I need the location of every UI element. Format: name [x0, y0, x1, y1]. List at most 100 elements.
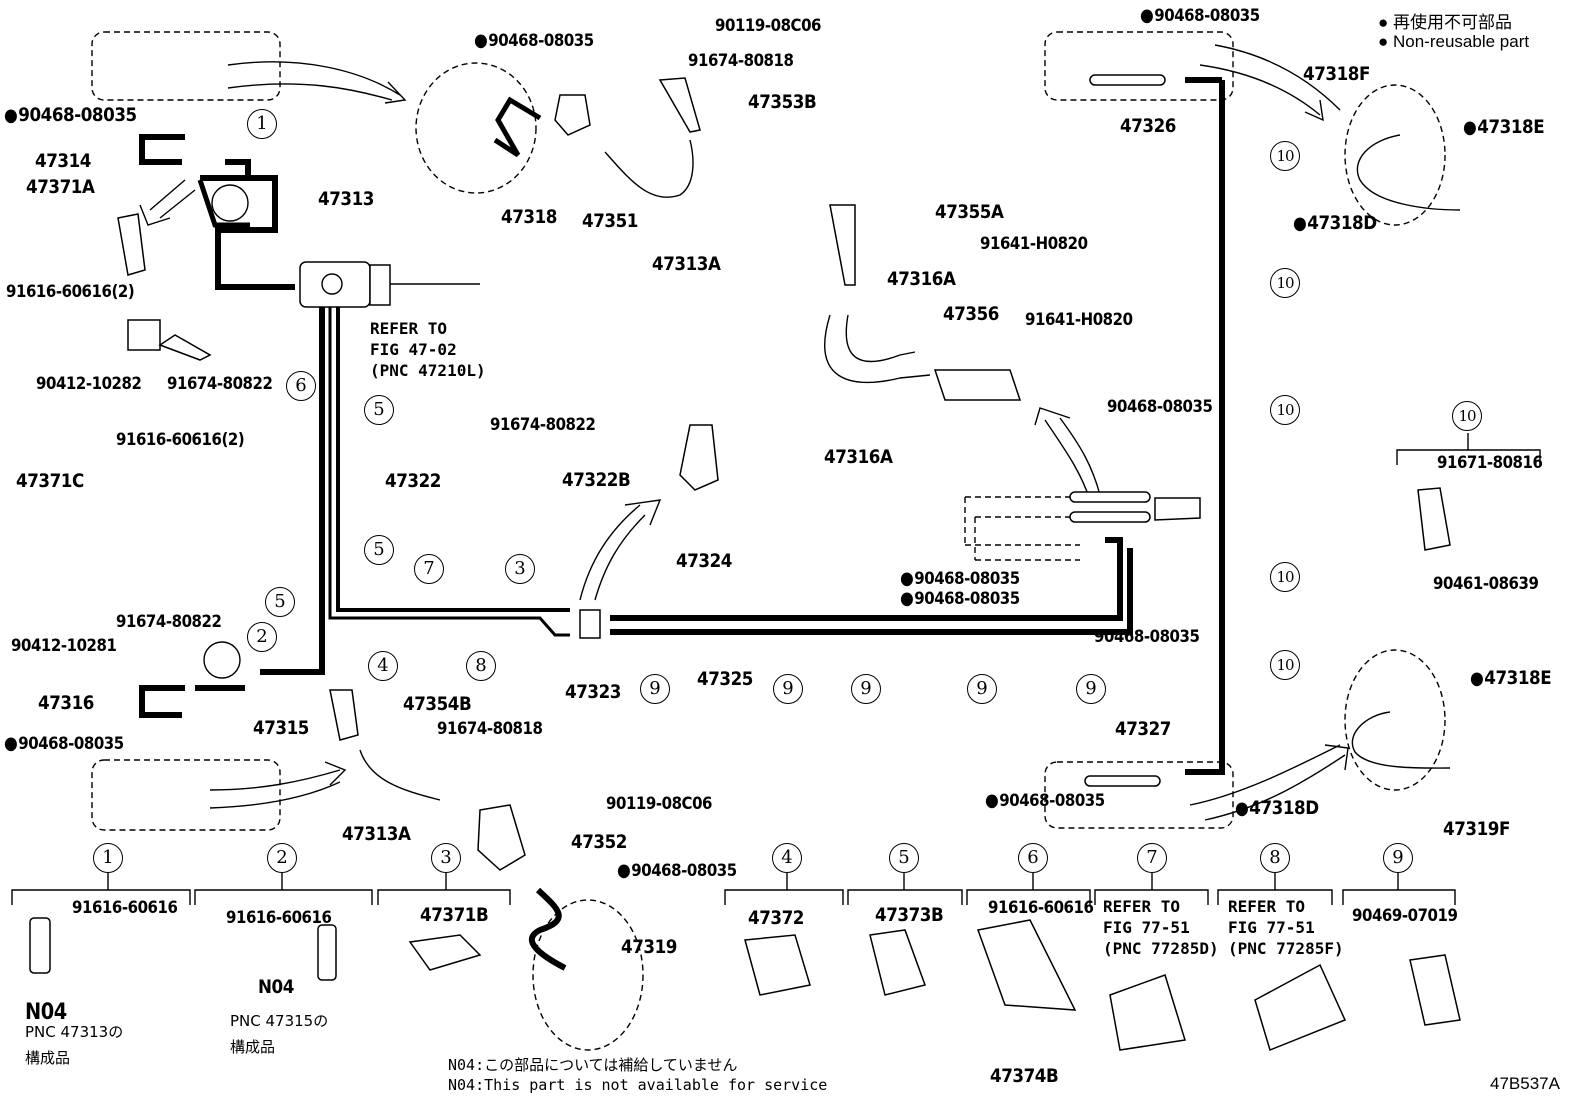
part-label[interactable]: 90468-08035	[617, 860, 737, 881]
clamp-ref-8[interactable]: 8	[466, 651, 496, 681]
part-label[interactable]: 90468-08035	[4, 733, 124, 754]
part-label[interactable]: 47322	[385, 470, 441, 492]
arrow-up-47322b	[579, 499, 662, 601]
part-label[interactable]: 90412-10282	[36, 374, 142, 394]
part-label[interactable]: 47371B	[420, 904, 489, 926]
part-label[interactable]: 47318D	[1293, 212, 1377, 234]
part-label[interactable]: 47319F	[1443, 818, 1510, 840]
hoses-47316a	[824, 314, 931, 384]
part-label[interactable]: 47352	[571, 831, 627, 853]
part-label[interactable]: 90468-08035	[985, 790, 1105, 811]
arrow-to-rear-left	[209, 761, 347, 809]
part-label[interactable]: 47316A	[887, 268, 956, 290]
part-label[interactable]: 47351	[582, 210, 638, 232]
part-label[interactable]: 47353B	[748, 91, 817, 113]
part-label[interactable]: 91674-80818	[688, 51, 794, 71]
part-label[interactable]: 90468-08035	[474, 30, 594, 51]
clamp-ref-5[interactable]: 5	[265, 587, 295, 617]
clamp-ref-3[interactable]: 3	[505, 554, 535, 584]
part-label[interactable]: 47316	[38, 692, 94, 714]
pipe-47322-outer	[260, 290, 325, 675]
clamp-ref-6[interactable]: 6	[286, 371, 316, 401]
part-label[interactable]: 91616-60616(2)	[116, 430, 245, 450]
part-label[interactable]: 90468-08035	[1094, 627, 1200, 647]
part-label[interactable]: 47318E	[1470, 667, 1551, 689]
clamp-ref-10[interactable]: 10	[1270, 141, 1300, 171]
clamp-ref-9[interactable]: 9	[967, 674, 997, 704]
clamp-ref-9[interactable]: 9	[640, 674, 670, 704]
clamp-ref-10[interactable]: 10	[1270, 562, 1300, 592]
part-label[interactable]: 47325	[697, 668, 753, 690]
clamp-ref-10[interactable]: 10	[1270, 650, 1300, 680]
front-left-detail-box	[91, 31, 281, 101]
part-label[interactable]: 47356	[943, 303, 999, 325]
part-label[interactable]: 47354B	[403, 693, 472, 715]
part-label[interactable]: 47355A	[935, 201, 1004, 223]
part-label[interactable]: 90468-08035	[1140, 5, 1260, 26]
part-label[interactable]: 91641-H0820	[1025, 310, 1133, 330]
clamp-ref-9[interactable]: 9	[773, 674, 803, 704]
part-label[interactable]: 90461-08639	[1433, 574, 1539, 594]
part-label[interactable]: 91674-80822	[116, 612, 222, 632]
clamp-ref-9[interactable]: 9	[1076, 674, 1106, 704]
part-label[interactable]: 47323	[565, 681, 621, 703]
part-label[interactable]: 90468-08035	[900, 588, 1020, 609]
part-label[interactable]: 47324	[676, 550, 732, 572]
part-label[interactable]: 47327	[1115, 718, 1171, 740]
part-label[interactable]: 47374B	[990, 1065, 1059, 1087]
part-label[interactable]: 90468-08035	[1107, 397, 1213, 417]
part-label[interactable]: 47313	[318, 188, 374, 210]
part-label[interactable]: 91674-80822	[490, 415, 596, 435]
hose-47319	[529, 887, 567, 971]
detail-circle-47318	[415, 62, 537, 194]
clamp-ref-4[interactable]: 4	[368, 651, 398, 681]
part-label[interactable]: 91616-60616(2)	[6, 282, 135, 302]
clamp-ref-1[interactable]: 1	[247, 109, 277, 139]
part-label[interactable]: 47322B	[562, 469, 631, 491]
clamp-ref-2[interactable]: 2	[247, 622, 277, 652]
part-label[interactable]: 47315	[253, 717, 309, 739]
clamp-ref-7[interactable]: 7	[414, 554, 444, 584]
part-label[interactable]: 47373B	[875, 904, 944, 926]
part-label[interactable]: 47318	[501, 206, 557, 228]
clamp-ref-9[interactable]: 9	[851, 674, 881, 704]
group-ref-3: 3	[431, 843, 461, 873]
part-label[interactable]: 47371A	[26, 176, 95, 198]
part-label[interactable]: 47318E	[1463, 116, 1544, 138]
part-label[interactable]: 47372	[748, 907, 804, 929]
refer-to-fig-77-51-f[interactable]: REFER TO FIG 77-51 (PNC 77285F)	[1228, 897, 1344, 958]
part-label[interactable]: 91674-80822	[167, 374, 273, 394]
part-label[interactable]: 90412-10281	[11, 636, 117, 656]
refer-to-fig-47-02[interactable]: REFER TO FIG 47-02 (PNC 47210L)	[370, 319, 486, 380]
part-label[interactable]: 90468-08035	[4, 104, 137, 126]
group-ref-5: 5	[889, 843, 919, 873]
part-label[interactable]: 90119-08C06	[606, 794, 713, 814]
part-label[interactable]: 91671-80816	[1437, 453, 1543, 473]
part-label[interactable]: 47326	[1120, 115, 1176, 137]
part-label[interactable]: 91616-60616	[72, 898, 178, 918]
n04-label[interactable]: N04	[25, 1000, 67, 1025]
part-label[interactable]: 47313A	[652, 253, 721, 275]
master-cylinder-port	[321, 273, 343, 295]
hose-47313a-top	[604, 139, 694, 198]
clamp-ref-5[interactable]: 5	[364, 395, 394, 425]
part-label[interactable]: 47313A	[342, 823, 411, 845]
clamp-ref-10[interactable]: 10	[1270, 268, 1300, 298]
part-label[interactable]: 47314	[35, 150, 91, 172]
part-label[interactable]: 47318F	[1303, 63, 1370, 85]
part-label[interactable]: 47319	[621, 936, 677, 958]
part-label[interactable]: 91616-60616	[226, 908, 332, 928]
part-label[interactable]: 47371C	[16, 470, 84, 492]
part-label[interactable]: 91674-80818	[437, 719, 543, 739]
part-label[interactable]: 91616-60616	[988, 898, 1094, 918]
part-label[interactable]: 47316A	[824, 446, 893, 468]
part-label[interactable]: 90468-08035	[900, 568, 1020, 589]
part-label[interactable]: 90469-07019	[1352, 906, 1458, 926]
clamp-ref-5[interactable]: 5	[364, 535, 394, 565]
clamp-ref-10[interactable]: 10	[1270, 395, 1300, 425]
n04-label[interactable]: N04	[258, 976, 294, 998]
part-label[interactable]: 91641-H0820	[980, 234, 1088, 254]
part-label[interactable]: 47318D	[1235, 797, 1319, 819]
part-label[interactable]: 90119-08C06	[715, 16, 822, 36]
refer-to-fig-77-51-d[interactable]: REFER TO FIG 77-51 (PNC 77285D)	[1103, 897, 1219, 958]
